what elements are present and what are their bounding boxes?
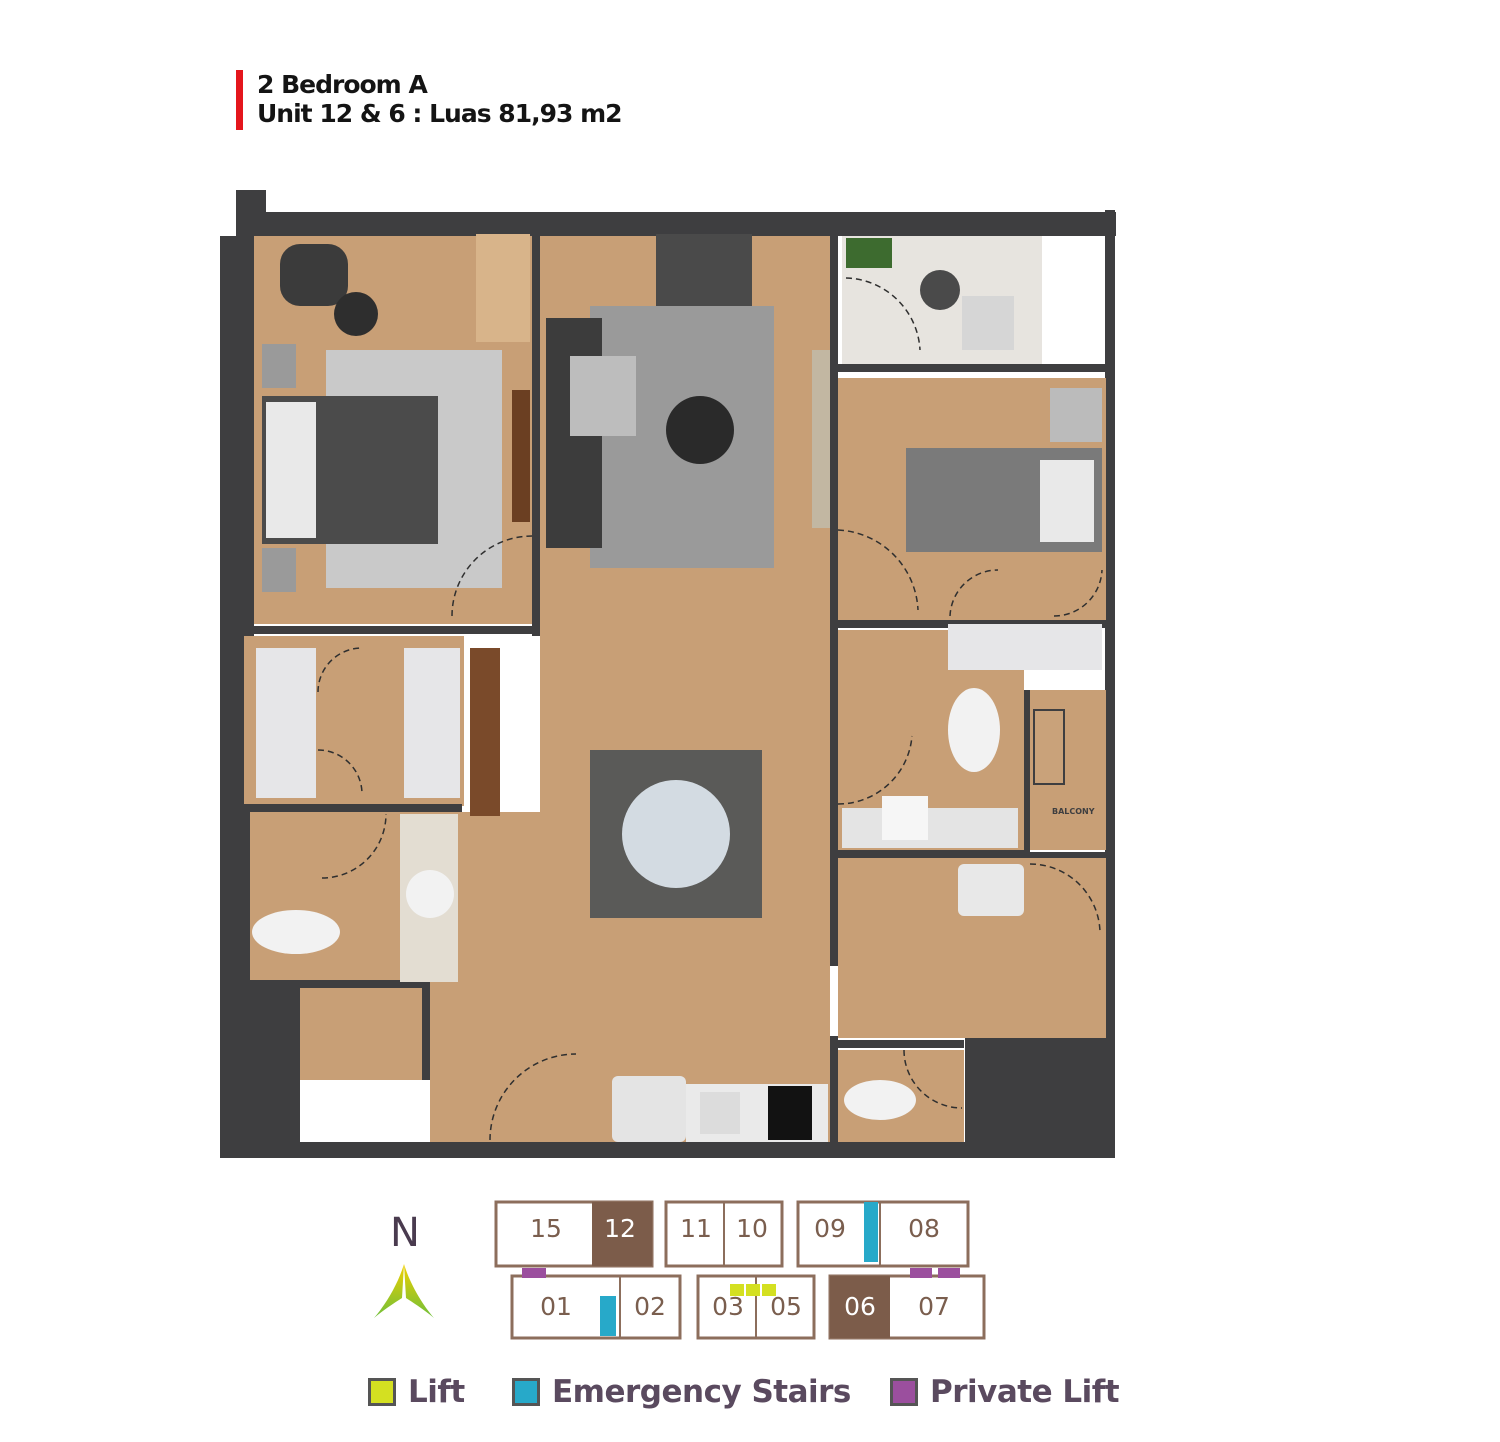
- keyplan-unit-09: 09: [814, 1214, 846, 1243]
- corner-column-bottom-left: [230, 982, 300, 1158]
- wall-bathroom-right-bottom: [838, 850, 1024, 858]
- wardrobe-center: [404, 648, 460, 798]
- kitchen-sink: [700, 1092, 740, 1134]
- keyplan-unit-08: 08: [908, 1214, 940, 1243]
- door-swing-bedroom: [451, 535, 533, 617]
- balcony-label: BALCONY: [1052, 807, 1095, 816]
- toilet-right: [948, 688, 1000, 772]
- keyplan-unit-12: 12: [604, 1214, 636, 1243]
- door-swing-wardrobe-1: [317, 647, 363, 693]
- wardrobe-left: [256, 648, 316, 798]
- wall-wc-top: [838, 1040, 964, 1048]
- toilet-wc: [844, 1080, 916, 1120]
- corner-column-bottom-right: [965, 1036, 1113, 1158]
- dining-table: [622, 780, 730, 888]
- desk: [476, 234, 530, 342]
- keyplan-unit-05: 05: [770, 1292, 802, 1321]
- wardrobe-bedroom-2: [948, 624, 1102, 670]
- legend-private-lift-swatch: [890, 1378, 918, 1406]
- keyplan-unit-15: 15: [530, 1214, 562, 1243]
- nightstand-bottom: [262, 548, 296, 592]
- sofa-throw: [570, 356, 636, 436]
- toilet-left: [252, 910, 340, 954]
- floor-entry: [300, 984, 430, 1080]
- door-swing-bathroom-left: [321, 813, 387, 879]
- door-swings: [317, 277, 1103, 1141]
- door-swing-bedroom-2: [837, 529, 919, 611]
- single-bed-pillow: [1040, 460, 1094, 542]
- terrace-planter: [846, 238, 892, 268]
- basin-right: [882, 796, 928, 840]
- door-swing-wc: [903, 1049, 963, 1109]
- terrace-chair: [962, 296, 1014, 350]
- exterior-wall-top: [236, 212, 1116, 236]
- legend-stairs-label: Emergency Stairs: [552, 1374, 851, 1410]
- compass-north-letter: N: [390, 1210, 420, 1256]
- door-swing-terrace: [845, 277, 921, 351]
- cooktop: [768, 1086, 812, 1140]
- vanity-right: [842, 808, 1018, 848]
- exterior-wall-right: [1105, 210, 1115, 1158]
- exterior-wall-bottom: [220, 1142, 1112, 1158]
- wall-living-service: [830, 1036, 838, 1142]
- wall-terrace-bottom: [838, 364, 1106, 372]
- legend-emergency-stairs: Emergency Stairs: [512, 1374, 851, 1410]
- wall-balcony-left: [1024, 690, 1030, 858]
- legend-lift: Lift: [368, 1374, 465, 1410]
- fridge: [612, 1076, 686, 1142]
- legend-lift-label: Lift: [408, 1374, 465, 1410]
- door-swing-balcony: [1029, 863, 1101, 933]
- legend-private-lift: Private Lift: [890, 1374, 1120, 1410]
- keyplan-unit-11: 11: [680, 1214, 712, 1243]
- tv-console: [812, 350, 830, 528]
- keyplan-unit-01: 01: [540, 1292, 572, 1321]
- keyplan-unit-10: 10: [736, 1214, 768, 1243]
- wall-closet-top: [240, 626, 540, 634]
- basin-left: [406, 870, 454, 918]
- coffee-table: [666, 396, 734, 464]
- unit-type-title: 2 Bedroom A: [257, 70, 428, 99]
- wall-bedroom-living: [532, 236, 540, 636]
- side-table: [334, 292, 378, 336]
- door-swing-wardrobe-2: [317, 749, 363, 795]
- nightstand-top: [262, 344, 296, 388]
- wall-bathroom-left-bottom: [250, 980, 430, 988]
- door-swing-bathroom-right: [837, 735, 913, 805]
- compass-arrow-icon: [374, 1264, 434, 1318]
- armchair: [656, 234, 752, 310]
- unit-area-subtitle: Unit 12 & 6 : Luas 81,93 m2: [257, 99, 623, 128]
- legend-stairs-swatch: [512, 1378, 540, 1406]
- console-table: [470, 648, 500, 816]
- balcony-bench: [1033, 709, 1065, 785]
- plan-title: 2 Bedroom A Unit 12 & 6 : Luas 81,93 m2: [236, 70, 623, 130]
- keyplan-unit-06: 06: [844, 1292, 876, 1321]
- keyplan-unit-02: 02: [634, 1292, 666, 1321]
- terrace-table: [920, 270, 960, 310]
- tv-cabinet: [512, 390, 530, 522]
- bed-pillows: [266, 402, 316, 538]
- legend-lift-swatch: [368, 1378, 396, 1406]
- door-swing-wardrobe-3: [949, 569, 999, 617]
- wall-entry-right: [422, 984, 430, 1080]
- wall-closet-bottom: [240, 804, 462, 812]
- corner-column-top-left: [236, 190, 266, 236]
- keyplan-unit-07: 07: [918, 1292, 950, 1321]
- nightstand-bedroom-2: [1050, 388, 1102, 442]
- keyplan-unit-03: 03: [712, 1292, 744, 1321]
- legend-private-lift-label: Private Lift: [930, 1374, 1120, 1410]
- lounge-chair: [280, 244, 348, 306]
- washing-machine: [958, 864, 1024, 916]
- door-swing-wardrobe-4: [1053, 569, 1103, 617]
- wall-living-bedroom2: [830, 236, 838, 966]
